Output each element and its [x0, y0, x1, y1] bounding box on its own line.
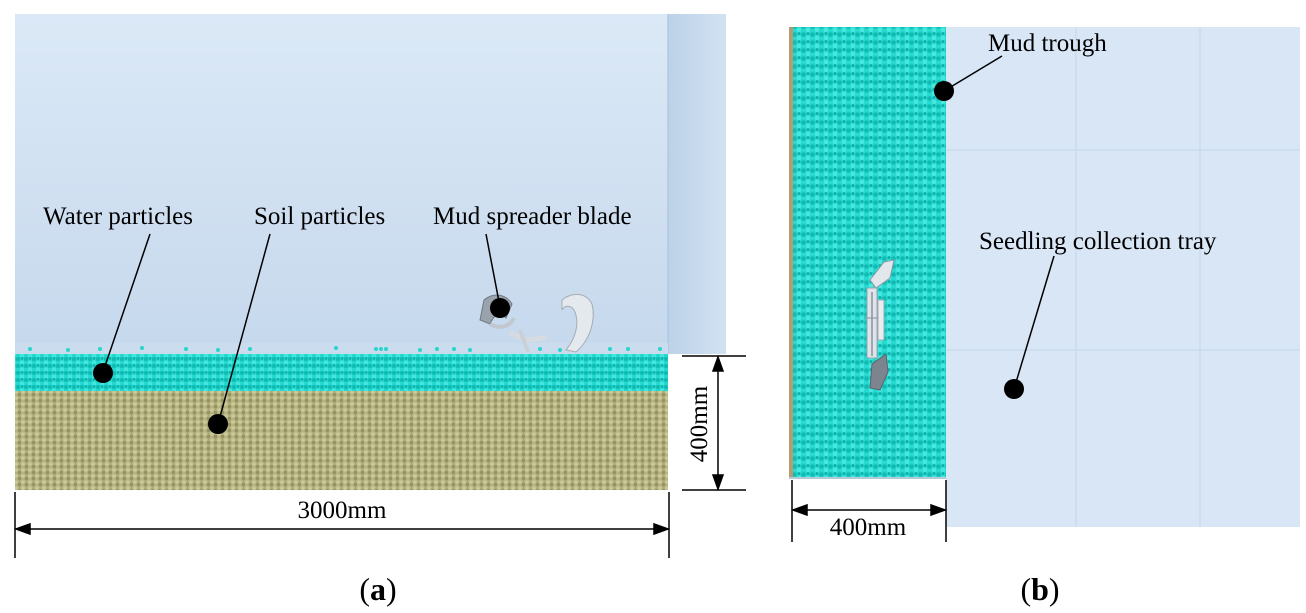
floating-particles: [28, 346, 662, 352]
blade-top-view: [864, 259, 895, 391]
caption-a: (a): [359, 571, 396, 607]
water-marker: [93, 363, 113, 383]
soil-layer: [15, 391, 668, 490]
caption-b: (b): [1020, 571, 1059, 607]
seedling-tray-label: Seedling collection tray: [979, 228, 1217, 255]
panel-b: Mud trough Seedling collection tray 400m…: [789, 27, 1300, 607]
soil-particles-label: Soil particles: [254, 203, 385, 230]
soil-leader: [217, 233, 271, 425]
mud-spreader-blade-label: Mud spreader blade: [433, 203, 632, 230]
height-dimension: [682, 354, 746, 492]
water-particles-label: Water particles: [43, 203, 193, 230]
mud-trough: [793, 27, 946, 477]
water-leader: [102, 233, 151, 373]
blade-marker: [490, 298, 510, 318]
tray-marker: [1004, 379, 1024, 399]
trough-width-dimension: [790, 480, 948, 542]
width-dimension-label: 3000mm: [298, 497, 387, 524]
tray-grid: [946, 27, 1300, 527]
seedling-tray: [946, 27, 1300, 527]
height-dimension-label: 400mm: [686, 385, 713, 462]
water-surface: [15, 343, 668, 354]
mud-trough-label: Mud trough: [988, 30, 1107, 57]
trough-width-label: 400mm: [830, 514, 907, 541]
trough-marker: [934, 81, 954, 101]
width-dimension: [13, 492, 671, 558]
water-layer: [15, 354, 668, 391]
blade-leader: [485, 233, 501, 308]
mud-trough-left-edge: [789, 27, 793, 477]
trough-leader: [943, 55, 1003, 92]
panel-a: Water particles Soil particles Mud sprea…: [13, 14, 746, 607]
tray-leader: [1013, 255, 1055, 390]
tank-body: [15, 14, 726, 354]
tank-side-wall: [668, 14, 726, 354]
soil-marker: [208, 414, 228, 434]
